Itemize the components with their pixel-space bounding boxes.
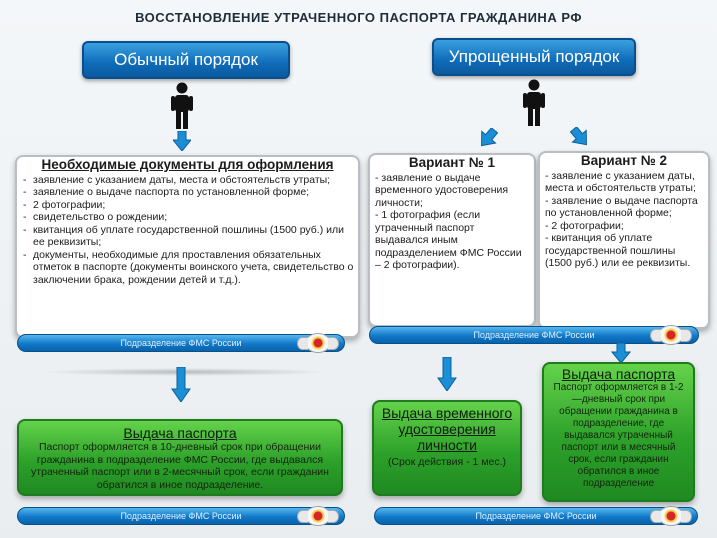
arrow-down-icon (171, 367, 191, 402)
variant-1-card: Вариант № 1 - заявление о выдаче временн… (368, 153, 536, 327)
list-item: заявление с указанием даты, места и обст… (21, 174, 354, 187)
fms-department-bar: Подразделение ФМС России (374, 507, 698, 525)
regular-documents-list: заявление с указанием даты, места и обст… (21, 174, 354, 287)
fms-department-label: Подразделение ФМС России (120, 511, 242, 521)
eagle-emblem-icon (297, 506, 339, 526)
arrow-down-left-icon (481, 128, 498, 147)
variant-2-card: Вариант № 2 - заявление с указанием даты… (538, 151, 710, 329)
issue-passport-regular-box: Выдача паспорта Паспорт оформляется в 10… (17, 419, 343, 496)
arrow-down-right-icon (570, 127, 587, 146)
page-title: ВОССТАНОВЛЕНИЕ УТРАЧЕННОГО ПАСПОРТА ГРАЖ… (135, 10, 582, 25)
regular-procedure-button[interactable]: Обычный порядок (82, 41, 290, 79)
fms-department-label: Подразделение ФМС России (475, 511, 597, 521)
list-item: документы, необходимые для проставления … (21, 249, 354, 287)
eagle-emblem-icon (650, 506, 692, 526)
list-item: заявление о выдаче паспорта по установле… (21, 186, 354, 199)
fms-department-bar: Подразделение ФМС России (17, 334, 345, 352)
issue-passport-simplified-heading: Выдача паспорта (561, 366, 676, 382)
issue-temporary-id-text: (Срок действия - 1 мес.) (387, 456, 507, 468)
arrow-down-icon (611, 343, 631, 363)
list-item: квитанция об уплате государственной пошл… (21, 224, 354, 249)
fms-department-bar: Подразделение ФМС России (369, 326, 699, 344)
person-icon (523, 79, 545, 126)
fms-department-label: Подразделение ФМС России (120, 338, 242, 348)
simplified-procedure-button[interactable]: Упрощенный порядок (432, 38, 636, 76)
fms-department-label: Подразделение ФМС России (473, 330, 595, 340)
issue-passport-regular-text: Паспорт оформляется в 10-дневный срок пр… (31, 441, 329, 491)
eagle-emblem-icon (650, 325, 692, 345)
issue-temporary-id-heading: Выдача временного удостоверения личности (381, 405, 513, 453)
fms-department-bar: Подразделение ФМС России (17, 507, 345, 525)
variant-2-line: - 2 фотографии; (545, 219, 624, 232)
arrow-down-icon (173, 131, 191, 151)
issue-passport-regular-heading: Выдача паспорта (123, 425, 237, 441)
variant-2-line: - заявление с указанием даты, места и об… (545, 169, 696, 195)
variant-2-line: - заявление о выдаче паспорта по установ… (545, 194, 698, 220)
list-item: свидетельство о рождении; (21, 211, 354, 224)
variant-2-line: - квитанция об уплате государственной по… (545, 232, 691, 269)
issue-passport-simplified-box: Выдача паспорта Паспорт оформляется в 1-… (542, 362, 695, 502)
issue-temporary-id-box: Выдача временного удостоверения личности… (372, 400, 522, 496)
regular-documents-card: Необходимые документы для оформления зая… (15, 155, 360, 338)
variant-2-heading: Вариант № 2 (580, 153, 668, 168)
regular-documents-heading: Необходимые документы для оформления (41, 157, 334, 172)
eagle-emblem-icon (297, 333, 339, 353)
person-icon (171, 82, 193, 129)
list-item: 2 фотографии; (21, 199, 354, 212)
variant-1-line: - 1 фотография (если утраченный паспорт … (375, 209, 522, 271)
variant-1-line: - заявление о выдаче временного удостове… (375, 171, 509, 209)
arrow-down-icon (437, 357, 457, 391)
variant-1-heading: Вариант № 1 (408, 155, 496, 170)
issue-passport-simplified-text: Паспорт оформляется в 1-2—дневный срок п… (553, 382, 684, 489)
